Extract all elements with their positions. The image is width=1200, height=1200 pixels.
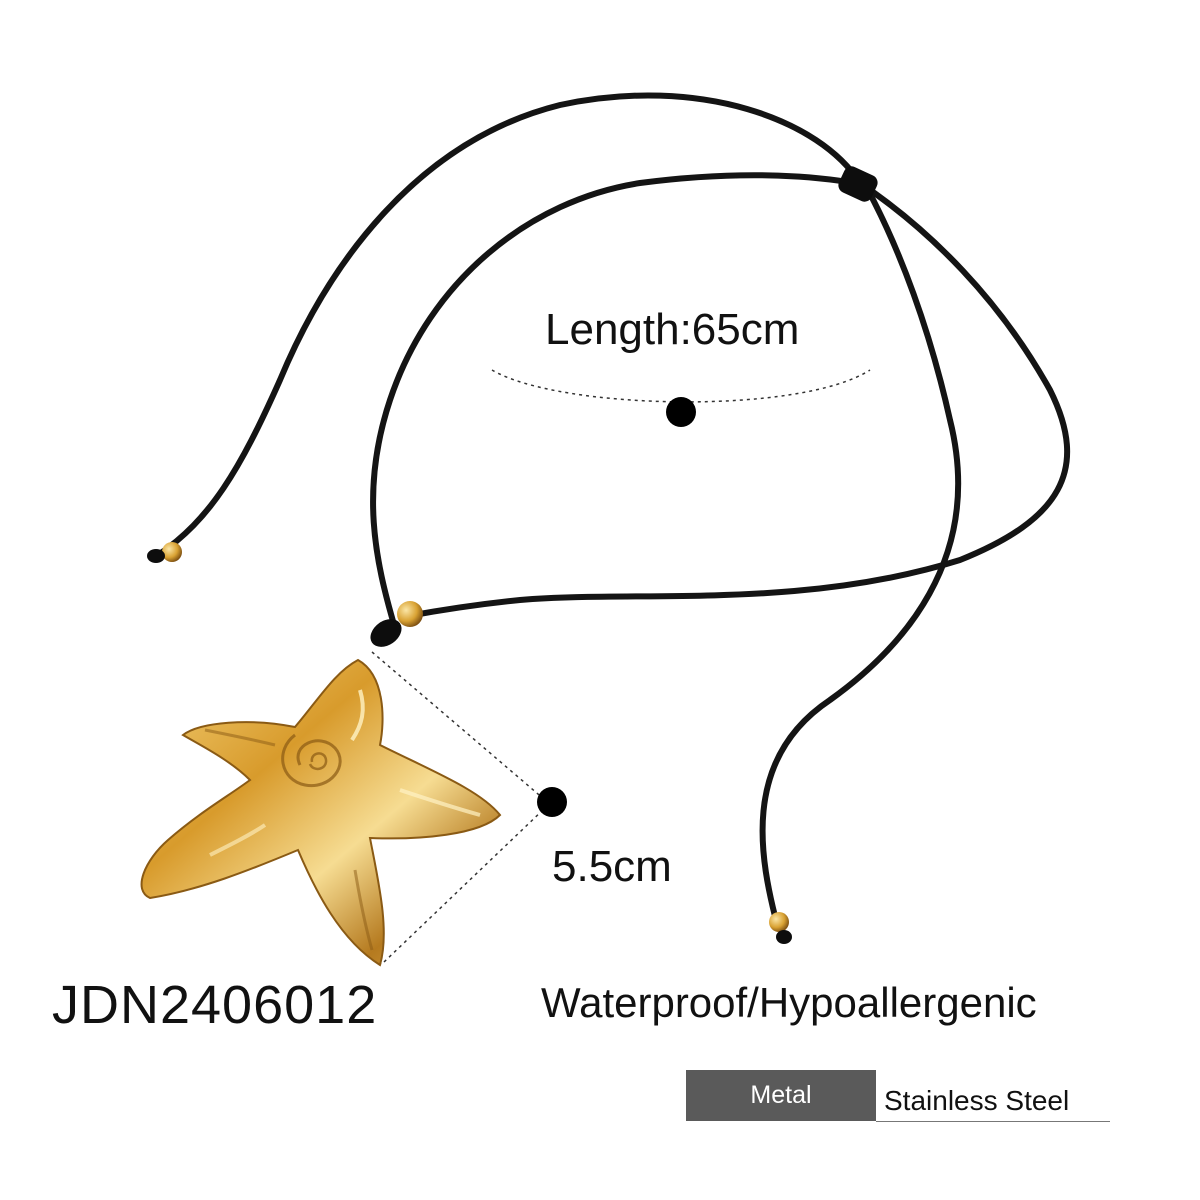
cord-end-bead-bottom: [769, 912, 792, 944]
pendant-size-label: 5.5cm: [552, 842, 672, 891]
spec-value-material: Stainless Steel: [884, 1085, 1070, 1116]
bail-bead: [397, 601, 423, 627]
slide-knot: [838, 166, 878, 202]
length-label: Length:65cm: [545, 305, 800, 354]
spec-underline: [876, 1121, 1110, 1122]
cord-tail: [759, 187, 962, 931]
spec-key-metal: Metal: [686, 1070, 876, 1121]
starfish-pendant: [140, 658, 502, 967]
pendant-dashed-line-top: [371, 651, 546, 801]
length-marker-dot: [666, 397, 696, 427]
cord-right-side: [405, 180, 1070, 619]
cord-outer-loop: [155, 92, 863, 558]
features-label: Waterproof/Hypoallergenic: [541, 979, 1037, 1026]
pendant-marker-dot: [537, 787, 567, 817]
bail-wrap: [370, 619, 402, 647]
spec-table: Metal Stainless Steel: [686, 1070, 1110, 1122]
cord-end-bead-left: [147, 542, 182, 563]
pendant-dashed-line-bottom: [383, 807, 546, 963]
cord-inner-loop: [370, 172, 851, 631]
product-code: JDN2406012: [52, 975, 378, 1035]
